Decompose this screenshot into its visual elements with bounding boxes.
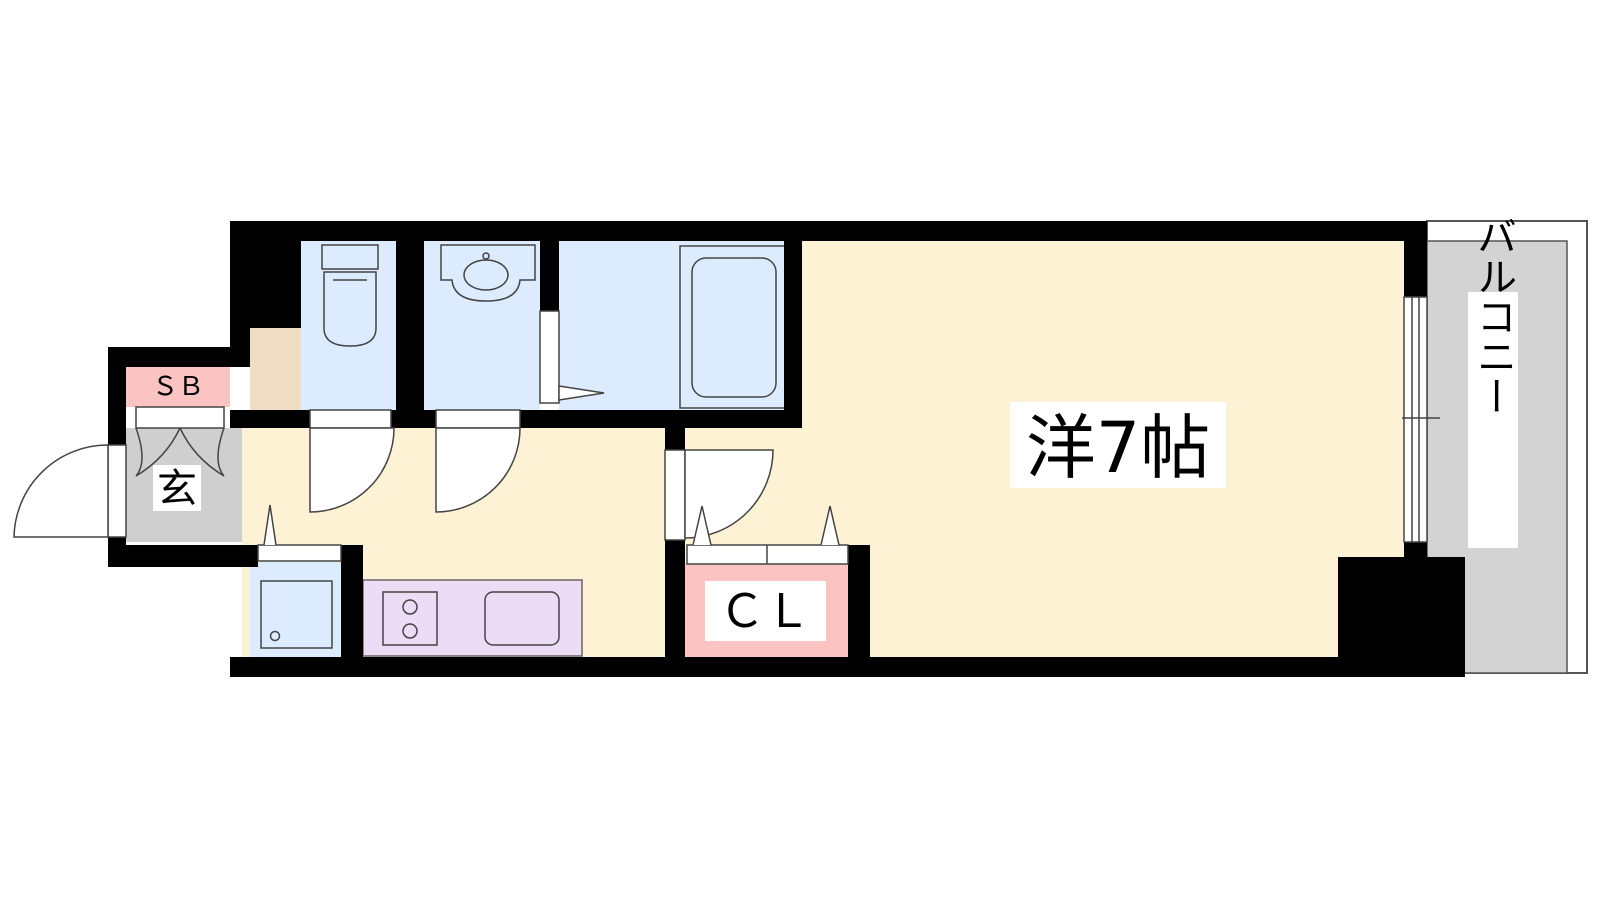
entrance-label: 玄 bbox=[157, 466, 197, 512]
kitchen-counter bbox=[362, 579, 583, 657]
bathroom-floor bbox=[559, 241, 784, 410]
shoe-box bbox=[126, 367, 230, 407]
walls bbox=[108, 221, 1465, 677]
openings bbox=[13, 296, 1440, 565]
toilet-room-floor bbox=[301, 241, 396, 410]
stove-burner-icon bbox=[402, 623, 418, 639]
toilet-icon bbox=[321, 244, 379, 347]
fridge-space bbox=[250, 562, 341, 657]
balcony-label: バルコニー bbox=[1470, 216, 1516, 416]
utility-area bbox=[250, 328, 301, 410]
western-room-label: 洋7帖 bbox=[1026, 407, 1211, 489]
stove-burner-icon bbox=[402, 599, 418, 615]
washroom-floor bbox=[424, 241, 540, 410]
washbasin-icon bbox=[440, 244, 536, 302]
shoe-box-label: ＳＢ bbox=[152, 372, 204, 402]
closet-label: ＣＬ bbox=[719, 584, 811, 638]
sink-icon bbox=[484, 591, 560, 646]
